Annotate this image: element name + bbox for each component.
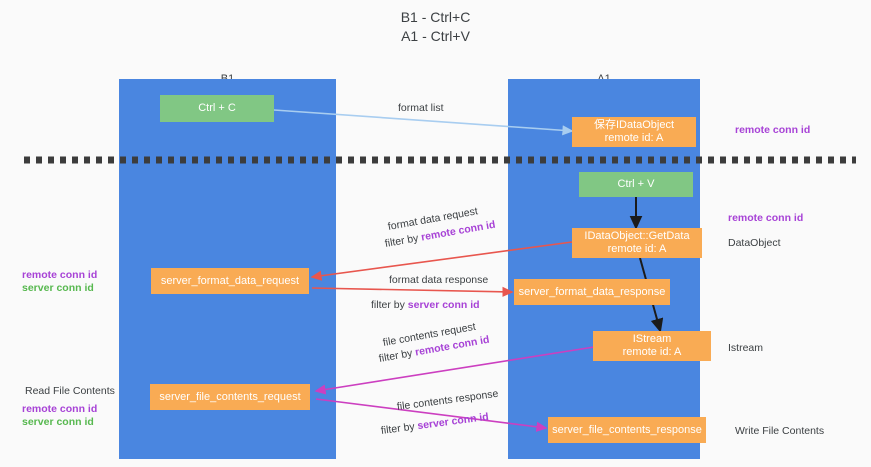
edge-label-format-data-response-filter: filter by server conn id bbox=[371, 298, 480, 312]
node-server-format-data-response[interactable]: server_format_data_response bbox=[514, 279, 670, 305]
node-ctrl-c-label: Ctrl + C bbox=[198, 102, 236, 114]
annotation-left-remote-conn-id-bot: remote conn id bbox=[22, 403, 98, 415]
arrow-format-data-response bbox=[311, 286, 514, 297]
node-idataobject-getdata-line1: IDataObject::GetData bbox=[584, 230, 690, 242]
node-save-idataobject-line2: remote id: A bbox=[604, 132, 664, 144]
node-idataobject-getdata-line2: remote id: A bbox=[607, 243, 667, 255]
node-save-idataobject[interactable]: 保存IDataObject remote id: A bbox=[572, 117, 696, 147]
title-line-1: B1 - Ctrl+C bbox=[400, 9, 471, 25]
annotation-write-file-contents: Write File Contents bbox=[735, 425, 825, 437]
node-istream-line1: IStream bbox=[632, 333, 672, 345]
annotation-left-server-conn-id-mid: server conn id bbox=[22, 282, 94, 294]
edge-label-format-data-response: format data response bbox=[389, 274, 489, 286]
node-server-format-data-response-label: server_format_data_response bbox=[518, 285, 666, 298]
node-server-file-contents-response-label: server_file_contents_response bbox=[552, 423, 702, 436]
node-server-file-contents-request[interactable]: server_file_contents_request bbox=[150, 384, 310, 410]
filter-key-server-conn-id-1: server conn id bbox=[407, 299, 480, 311]
diagram-title: B1 - Ctrl+C A1 - Ctrl+V bbox=[0, 8, 871, 46]
annotation-dataobject: DataObject bbox=[728, 237, 781, 249]
node-server-file-contents-request-label: server_file_contents_request bbox=[159, 390, 301, 403]
annotation-remote-conn-id-mid: remote conn id bbox=[728, 212, 804, 224]
edge-label-format-list: format list bbox=[398, 102, 444, 114]
title-line-2: A1 - Ctrl+V bbox=[401, 28, 470, 44]
node-server-file-contents-response[interactable]: server_file_contents_response bbox=[548, 417, 706, 443]
annotation-remote-conn-id-top: remote conn id bbox=[735, 124, 811, 136]
node-ctrl-v[interactable]: Ctrl + V bbox=[579, 172, 693, 197]
node-idataobject-getdata[interactable]: IDataObject::GetData remote id: A bbox=[572, 228, 702, 258]
node-server-format-data-request[interactable]: server_format_data_request bbox=[151, 268, 309, 294]
edge-label-file-contents-response-filter: filter by server conn id bbox=[380, 410, 489, 438]
annotation-istream: Istream bbox=[728, 342, 764, 354]
annotation-read-file-contents: Read File Contents bbox=[25, 385, 115, 397]
filter-key-server-conn-id-2: server conn id bbox=[416, 410, 490, 433]
node-server-format-data-request-label: server_format_data_request bbox=[160, 274, 300, 287]
node-ctrl-v-label: Ctrl + V bbox=[617, 178, 655, 190]
node-istream-line2: remote id: A bbox=[622, 346, 682, 358]
annotation-left-server-conn-id-bot: server conn id bbox=[22, 416, 94, 428]
filter-prefix-4: filter by bbox=[380, 420, 419, 437]
node-ctrl-c[interactable]: Ctrl + C bbox=[160, 95, 274, 122]
filter-prefix-2: filter by bbox=[371, 299, 408, 311]
node-save-idataobject-line1: 保存IDataObject bbox=[593, 119, 675, 131]
filter-prefix-1: filter by bbox=[383, 231, 423, 250]
node-istream[interactable]: IStream remote id: A bbox=[593, 331, 711, 361]
annotation-left-remote-conn-id-mid: remote conn id bbox=[22, 269, 98, 281]
